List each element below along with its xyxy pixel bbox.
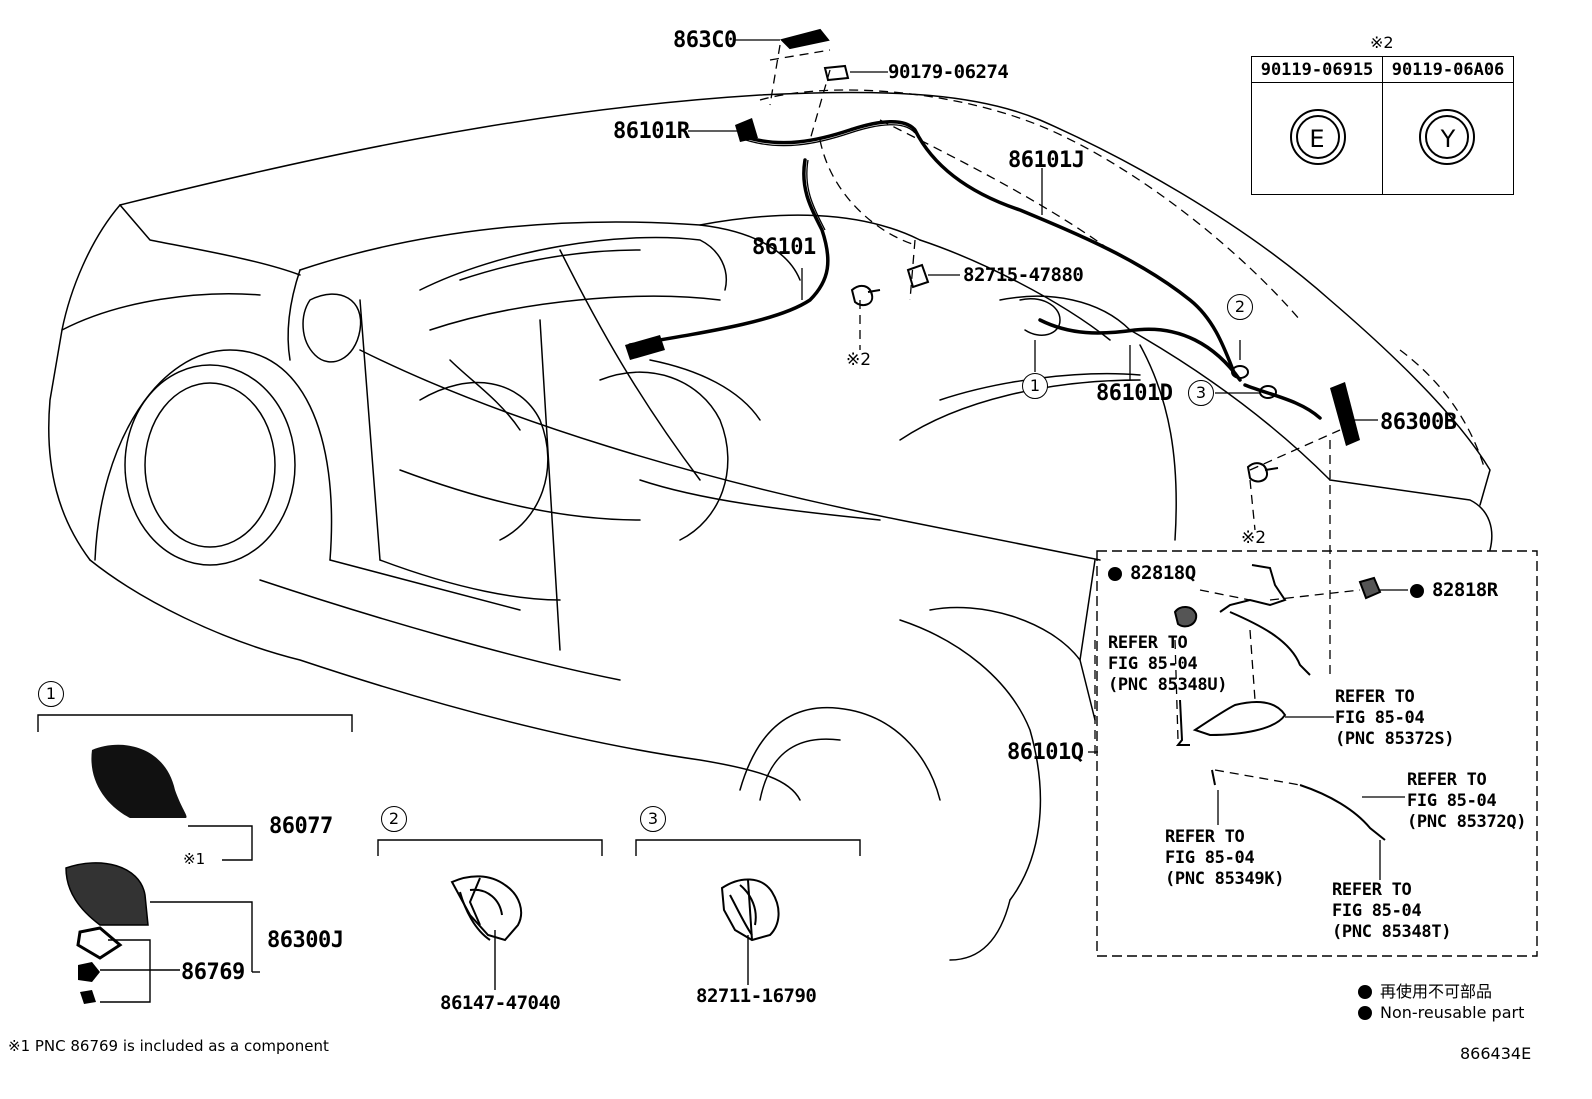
callout-2[interactable]: 2 bbox=[1227, 294, 1253, 320]
note-mark-1: ※1 bbox=[183, 850, 206, 868]
bolt-table-header: ※2 bbox=[1370, 33, 1394, 52]
note-mark-2-left: ※2 bbox=[846, 350, 872, 370]
label-82711-16790[interactable]: 82711-16790 bbox=[696, 985, 817, 1007]
label-82818R[interactable]: 82818R bbox=[1410, 581, 1498, 600]
diagram-id: 866434E bbox=[1460, 1044, 1532, 1063]
label-86101D[interactable]: 86101D bbox=[1096, 381, 1173, 406]
label-86300B[interactable]: 86300B bbox=[1380, 410, 1457, 435]
label-86769[interactable]: 86769 bbox=[181, 960, 245, 985]
bolt-table: 90119-06915 90119-06A06 E Y bbox=[1251, 56, 1514, 195]
bolt-e-symbol: E bbox=[1309, 124, 1325, 153]
label-86101[interactable]: 86101 bbox=[752, 235, 816, 260]
label-86101Q[interactable]: 86101Q bbox=[1007, 740, 1084, 765]
bolt-table-col1[interactable]: 90119-06915 bbox=[1251, 56, 1383, 83]
footnote: ※1 PNC 86769 is included as a component bbox=[8, 1037, 329, 1055]
label-86077[interactable]: 86077 bbox=[269, 814, 333, 839]
callout-3[interactable]: 3 bbox=[1188, 380, 1214, 406]
bolt-table-col2[interactable]: 90119-06A06 bbox=[1382, 56, 1514, 83]
legend-jp: 再使用不可部品 bbox=[1358, 978, 1492, 1002]
bolt-y-symbol: Y bbox=[1440, 124, 1456, 153]
legend-en: Non-reusable part bbox=[1358, 1003, 1524, 1022]
bolt-y-cell: Y bbox=[1382, 82, 1514, 195]
note-mark-2-right: ※2 bbox=[1241, 528, 1267, 548]
group-callout-1[interactable]: 1 bbox=[38, 681, 64, 707]
non-reusable-dot-icon bbox=[1410, 584, 1424, 598]
legend-dot-icon bbox=[1358, 1006, 1372, 1020]
callout-1[interactable]: 1 bbox=[1022, 373, 1048, 399]
label-82818Q[interactable]: 82818Q bbox=[1108, 564, 1196, 583]
label-86101J[interactable]: 86101J bbox=[1008, 148, 1085, 173]
label-86300J[interactable]: 86300J bbox=[267, 928, 344, 953]
group-callout-2[interactable]: 2 bbox=[381, 806, 407, 832]
label-82715-47880[interactable]: 82715-47880 bbox=[963, 264, 1084, 286]
label-86101R[interactable]: 86101R bbox=[613, 119, 690, 144]
legend-dot-icon bbox=[1358, 985, 1372, 999]
group-callout-3[interactable]: 3 bbox=[640, 806, 666, 832]
label-86147-47040[interactable]: 86147-47040 bbox=[440, 992, 561, 1014]
non-reusable-dot-icon bbox=[1108, 567, 1122, 581]
label-863C0[interactable]: 863C0 bbox=[673, 28, 737, 53]
label-90179-06274[interactable]: 90179-06274 bbox=[888, 61, 1009, 83]
bolt-e-cell: E bbox=[1251, 82, 1383, 195]
